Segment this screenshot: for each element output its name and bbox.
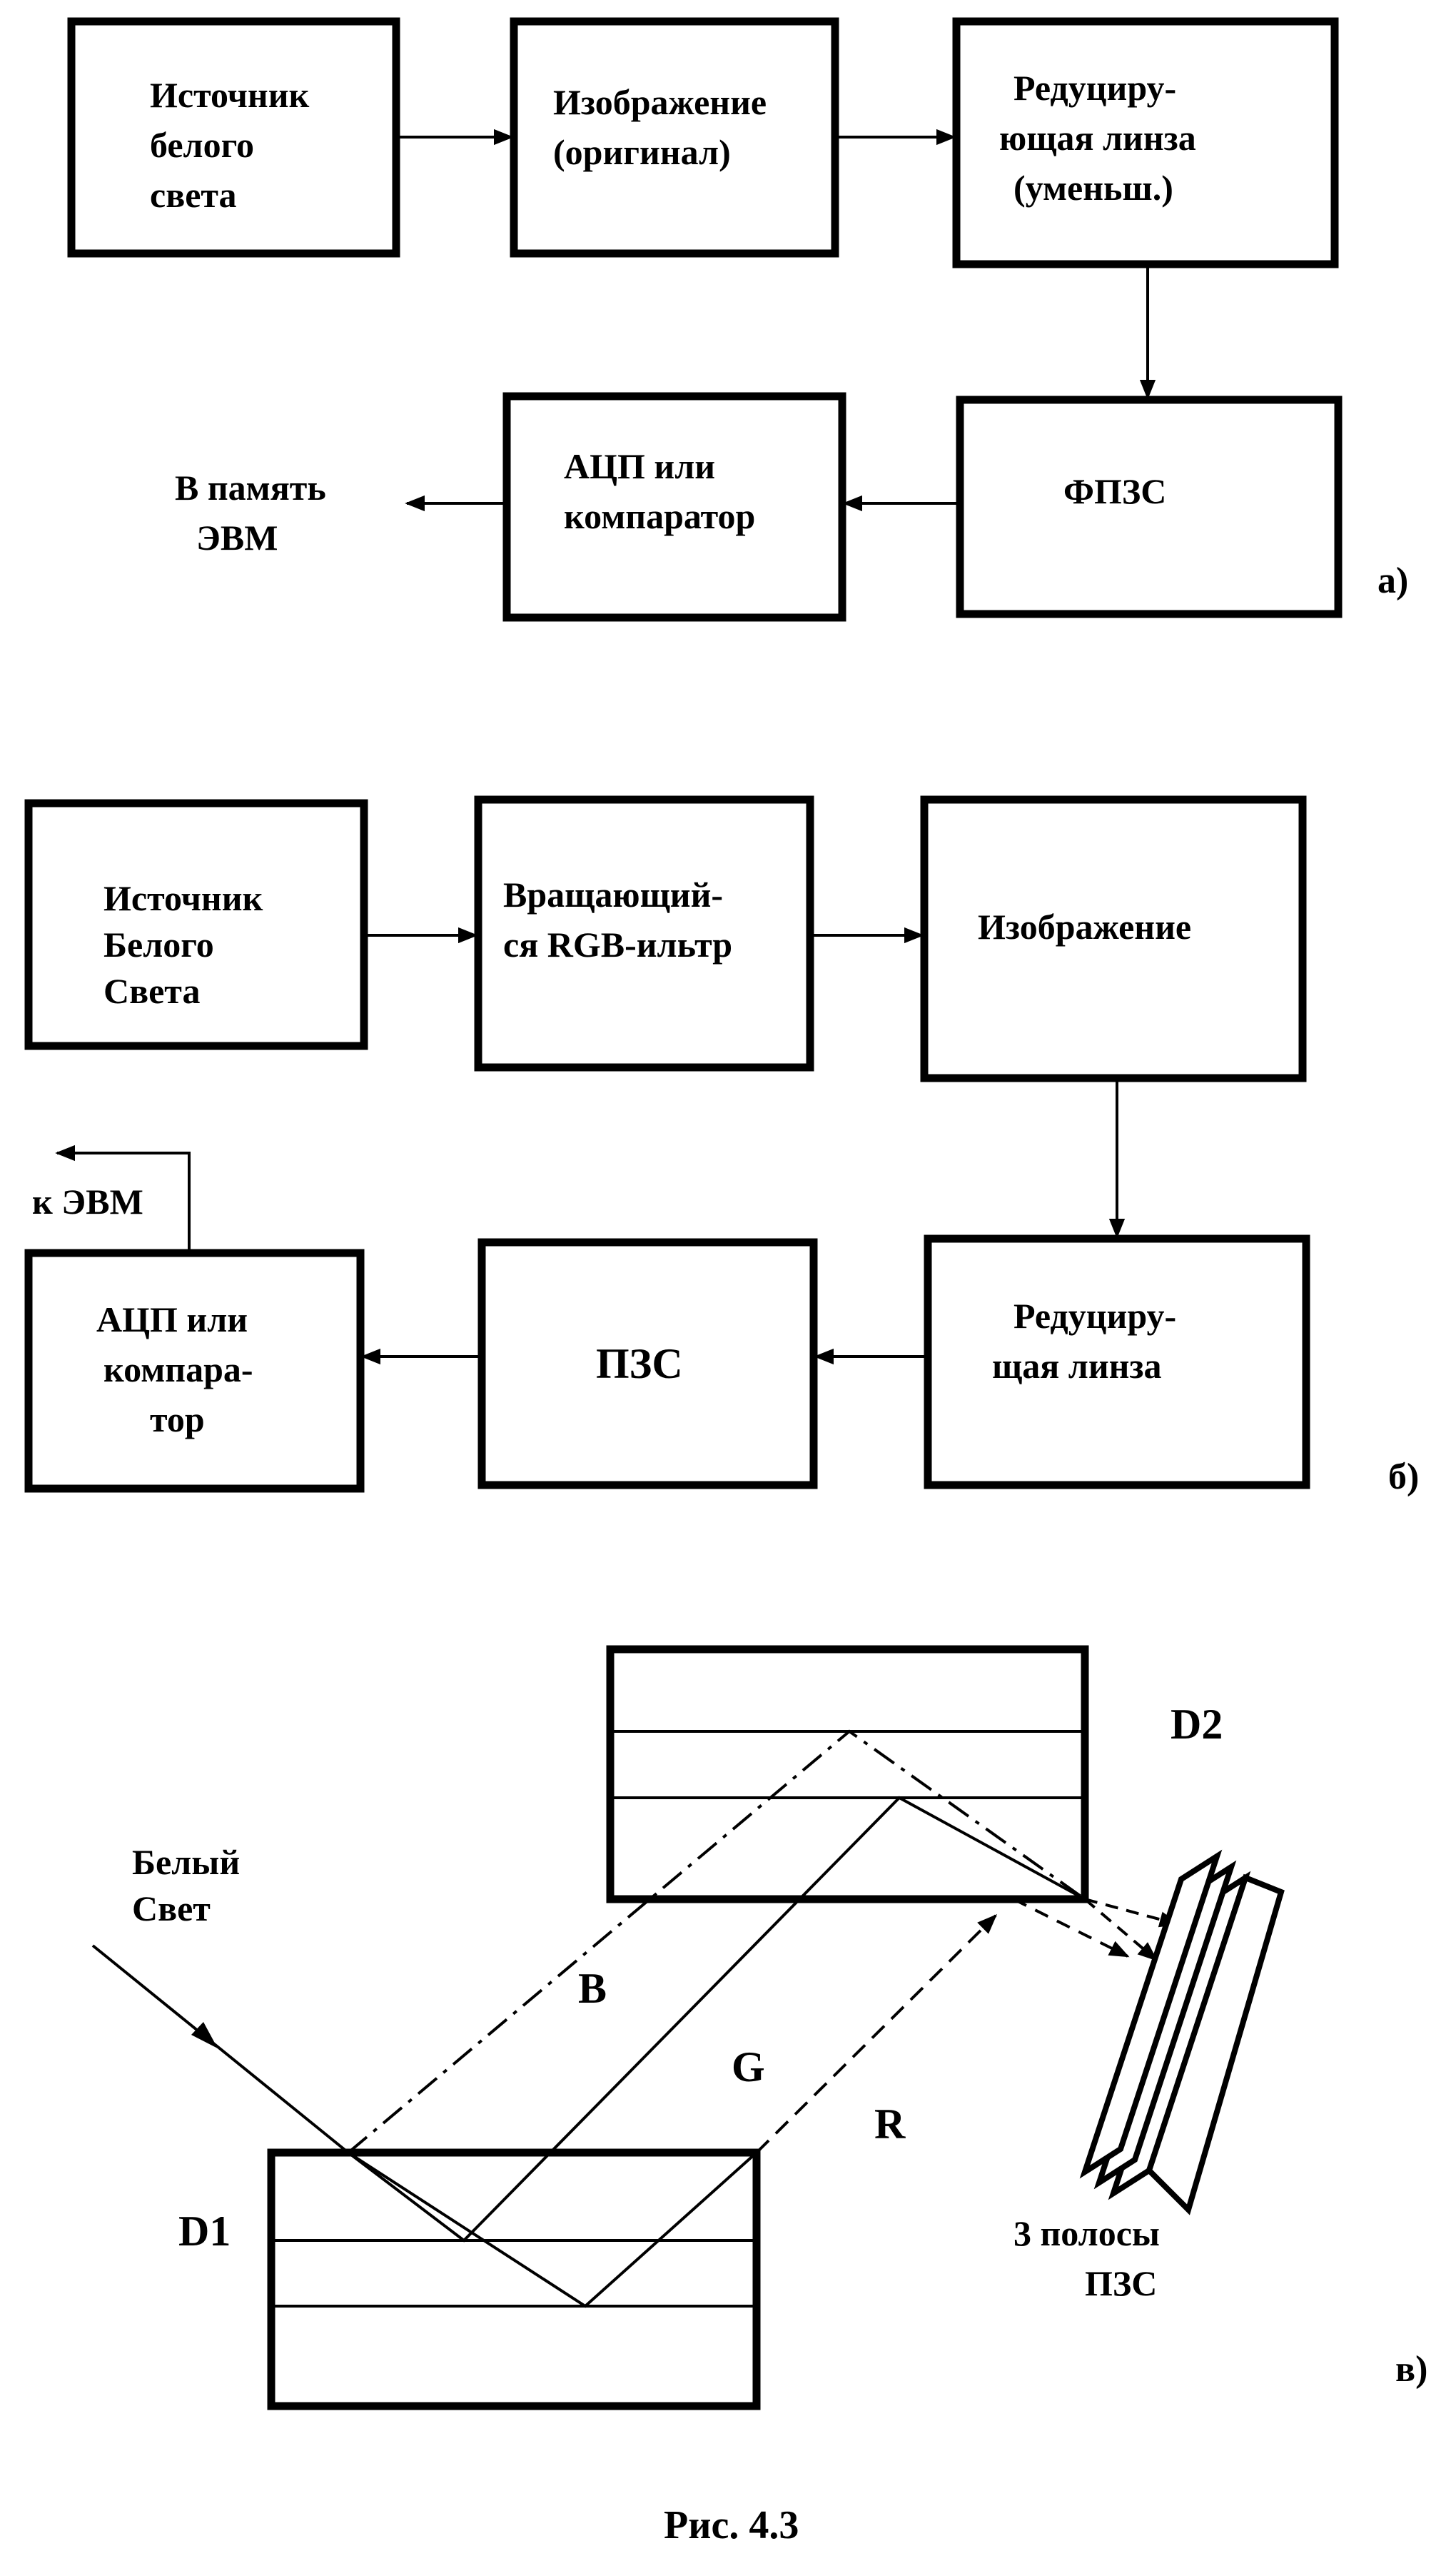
box-b-rgb-filter — [474, 795, 814, 1072]
label-b-adc-2: компара- — [103, 1349, 253, 1389]
ray-r-path — [347, 2151, 758, 2308]
label-b-source-1: Источник — [103, 878, 263, 918]
label-a-output-1: В память — [175, 468, 326, 508]
label-a-sensor: ФПЗС — [1063, 471, 1166, 511]
label-b-lens-2: щая линза — [992, 1346, 1162, 1386]
label-white-light-2: Свет — [132, 1888, 211, 1928]
box-a-white-light-source — [67, 17, 400, 258]
part-label-v: в) — [1395, 2349, 1427, 2390]
ray-r-to-d2 — [755, 1914, 997, 2154]
part-label-b: б) — [1388, 1456, 1419, 1497]
label-a-adc-2: компаратор — [564, 496, 755, 536]
label-b-source-2: Белого — [103, 925, 214, 965]
arrow-b-adc-to-computer — [55, 1144, 191, 1253]
d1-block — [267, 2148, 761, 2410]
label-a-source-2: белого — [150, 125, 254, 165]
ccd-block-side — [1146, 1873, 1285, 2215]
label-b-filter-2: ся RGB-ильтр — [503, 925, 732, 965]
label-a-image-1: Изображение — [553, 82, 767, 122]
box-a-fpzs-sensor — [956, 396, 1343, 618]
label-a-adc-1: АЦП или — [564, 446, 715, 486]
ccd-three-strips — [1079, 1849, 1285, 2215]
label-a-lens-2: ющая линза — [999, 118, 1196, 158]
ray-r-to-ccd — [1013, 1898, 1130, 1958]
label-b-filter-1: Вращающий- — [503, 875, 723, 915]
box-b-adc-comparator — [24, 1249, 365, 1493]
white-light-arrowhead — [191, 2022, 218, 2048]
box-b-white-light-source — [24, 799, 368, 1050]
part-label-a: а) — [1377, 560, 1408, 601]
label-a-image-2: (оригинал) — [553, 132, 731, 172]
label-a-output-2: ЭВМ — [196, 518, 278, 558]
diagram-a: Источник белого света Изображение (ориги… — [67, 17, 1408, 622]
ray-g-to-ccd — [1083, 1898, 1158, 1961]
label-b-lens-1: Редуциру- — [1013, 1296, 1176, 1336]
label-a-source-1: Источник — [150, 75, 310, 115]
box-b-reducing-lens — [924, 1234, 1310, 1489]
diagram-v: Белый Свет D2 D1 B G R 3 полосы ПЗС в) — [91, 1645, 1427, 2410]
label-ccd-strips-2: ПЗС — [1085, 2263, 1157, 2303]
label-b-adc-1: АЦП или — [96, 1299, 248, 1339]
ccd-strip-front — [1079, 1849, 1223, 2179]
label-white-light-1: Белый — [132, 1842, 240, 1882]
label-ray-b: B — [578, 1965, 607, 2012]
box-a-adc-comparator — [502, 392, 846, 622]
label-b-image: Изображение — [978, 907, 1191, 947]
label-ray-r: R — [874, 2100, 906, 2148]
white-light-ray — [91, 1944, 350, 2154]
label-a-source-3: света — [150, 175, 237, 215]
figure-caption: Рис. 4.3 — [664, 2503, 799, 2547]
label-d1: D1 — [178, 2208, 231, 2255]
box-a-reducing-lens — [952, 17, 1339, 268]
label-ray-g: G — [732, 2043, 765, 2090]
label-d2: D2 — [1171, 1701, 1223, 1748]
label-b-output: к ЭВМ — [32, 1182, 143, 1222]
box-b-image — [920, 795, 1307, 1082]
label-b-source-3: Света — [103, 971, 200, 1011]
label-a-lens-3: (уменьш.) — [1013, 168, 1173, 208]
ray-b-to-ccd — [1084, 1898, 1180, 1928]
label-a-lens-1: Редуциру- — [1013, 68, 1176, 108]
ray-b-path — [347, 1729, 1086, 2154]
label-ccd-strips-1: 3 полосы — [1013, 2213, 1160, 2253]
box-a-image-original — [510, 17, 839, 258]
diagram-b: Источник Белого Света Вращающий- ся RGB-… — [24, 795, 1419, 1497]
ray-g-path — [347, 1796, 1086, 2243]
label-b-ccd: ПЗС — [596, 1340, 683, 1387]
label-b-adc-3: тор — [150, 1399, 205, 1439]
box-b-ccd — [477, 1238, 818, 1489]
